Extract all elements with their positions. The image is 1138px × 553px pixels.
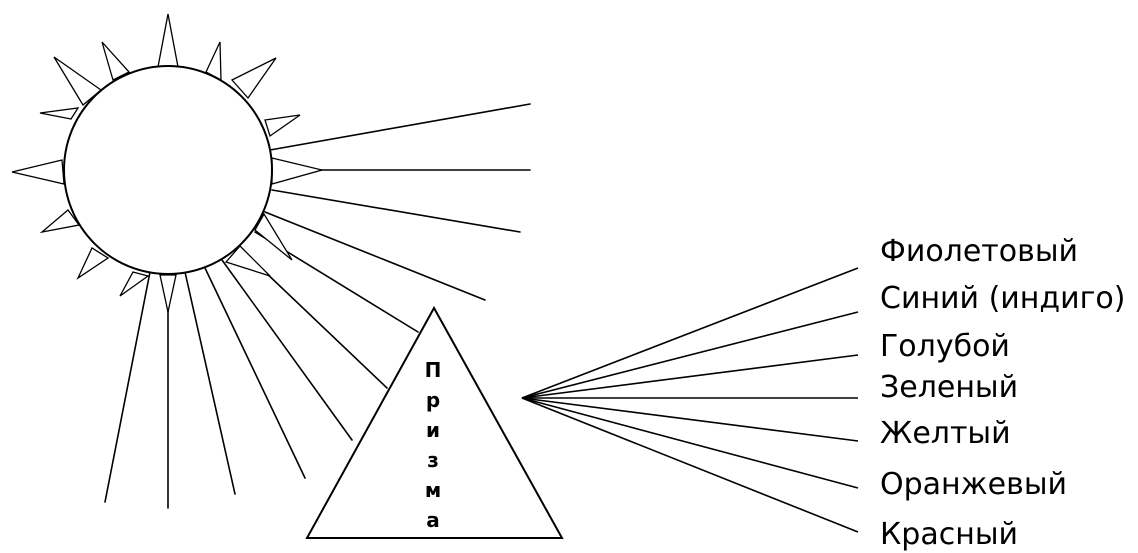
sun-ray [222,260,352,440]
spectrum-ray [522,398,858,488]
prism-letter: и [426,418,440,442]
spectrum-ray [522,398,858,441]
label-violet: Фиолетовый [880,234,1078,269]
prism-letter: П [425,358,442,382]
spectrum-ray [522,312,858,398]
sun-ray [105,272,150,502]
prism-letter: м [425,478,441,502]
spectrum-ray [522,398,858,532]
spectrum-ray [522,268,858,398]
label-blue: Голубой [880,329,1010,364]
sun-ray [265,212,485,300]
prism-letter: з [427,448,439,472]
prism-letter: а [426,508,440,532]
label-green: Зеленый [880,370,1018,405]
prism-letter: р [426,388,440,412]
sun-ray [185,272,235,494]
label-yellow: Желтый [880,416,1011,451]
label-orange: Оранжевый [880,467,1067,502]
sun-spike [40,108,78,119]
sun-ray [272,190,520,232]
sun-spike [232,58,276,98]
sun-spike [265,115,300,136]
sun-spike [158,14,178,67]
sun-spike [120,272,148,296]
sun-spike [160,275,176,312]
sun-spike [12,160,64,184]
sun-spike [272,158,322,184]
spectrum-rays [522,268,858,532]
label-red: Красный [880,517,1018,552]
sun [64,66,272,274]
spectrum-labels: Фиолетовый Синий (индиго) Голубой Зелены… [880,234,1125,552]
spectrum-ray [522,355,858,398]
sun-ray [270,104,530,150]
label-indigo: Синий (индиго) [880,281,1125,316]
sun-ray [205,268,305,478]
